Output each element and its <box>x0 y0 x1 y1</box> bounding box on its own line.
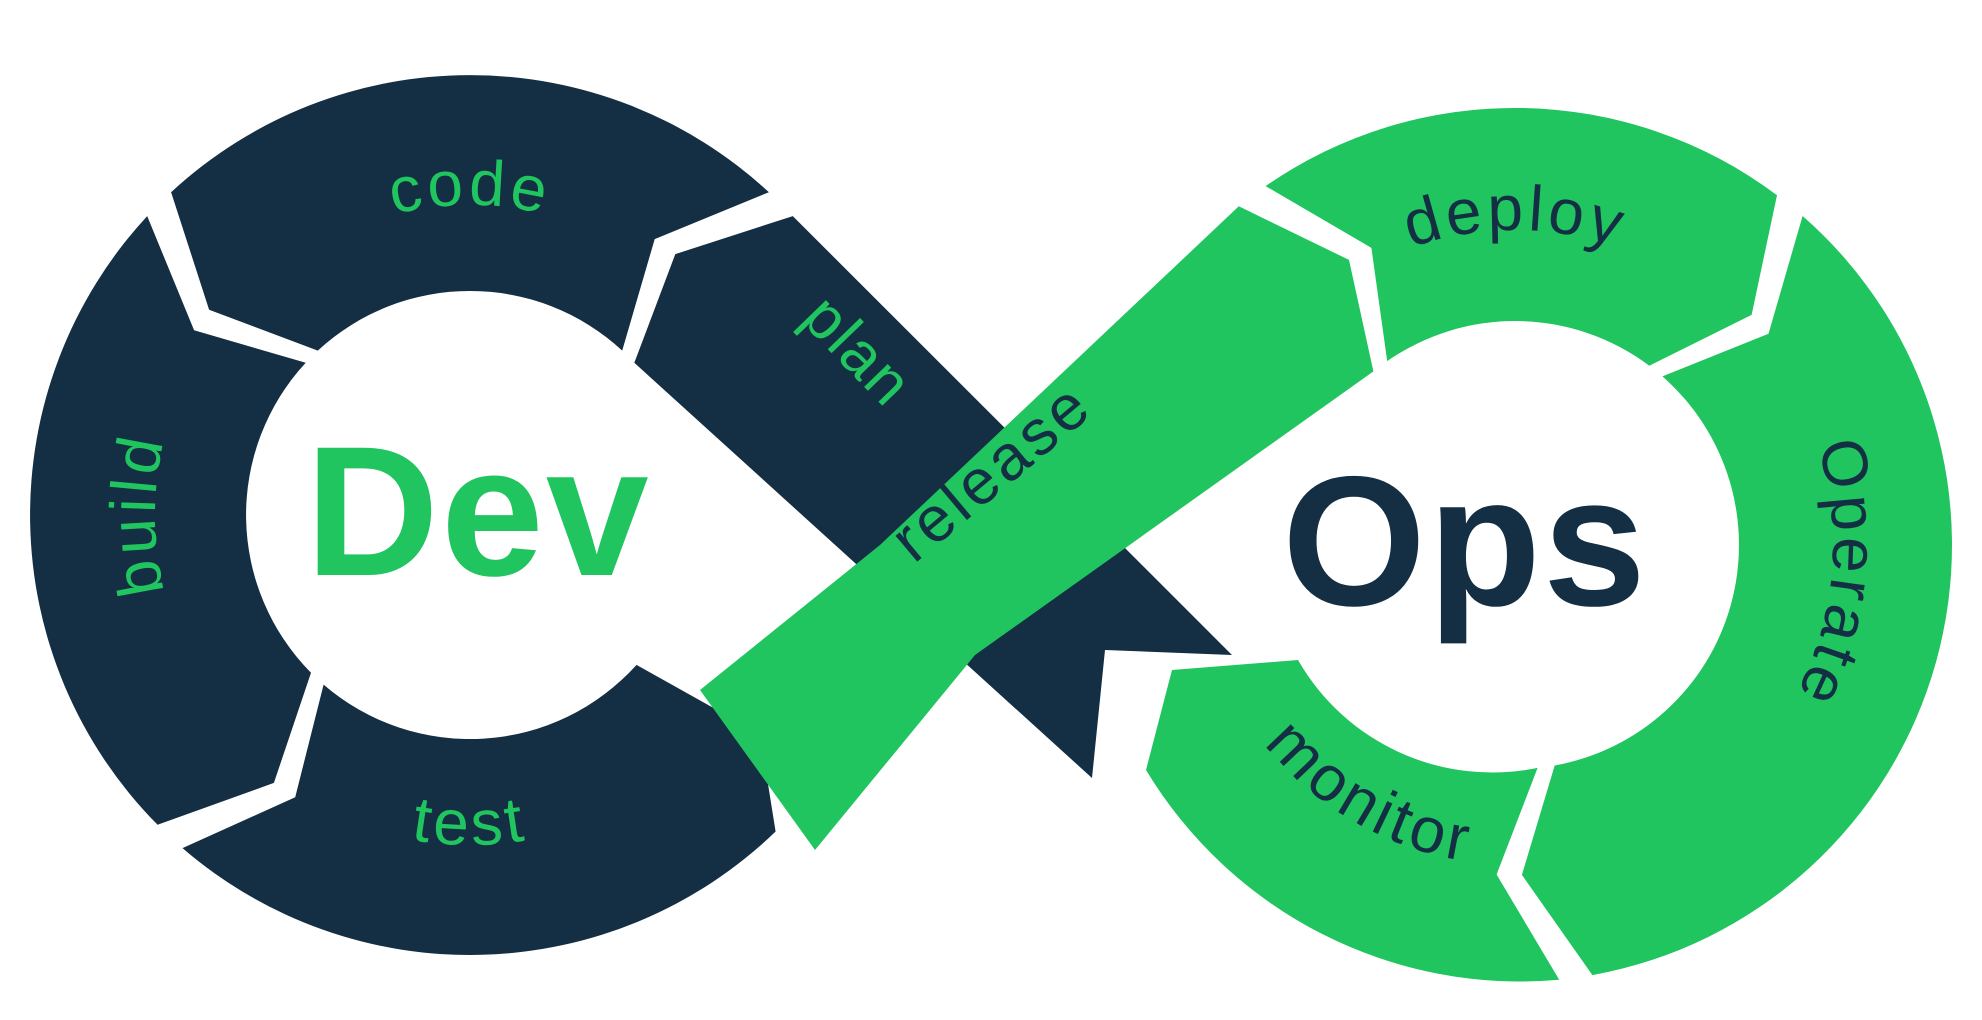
label-test-text: test <box>409 782 528 859</box>
label-test: test <box>409 782 532 859</box>
build-arc-segment <box>30 216 311 825</box>
monitor-arc-segment <box>1146 660 1560 982</box>
operate-arc-segment <box>1521 216 1952 976</box>
label-dev: Dev <box>305 409 650 615</box>
deploy-arc-segment <box>1265 107 1777 366</box>
test-arc-segment <box>182 664 776 955</box>
release-ribbon <box>700 206 1374 851</box>
label-ops: Ops <box>1282 439 1648 645</box>
code-arc-segment <box>171 75 769 351</box>
